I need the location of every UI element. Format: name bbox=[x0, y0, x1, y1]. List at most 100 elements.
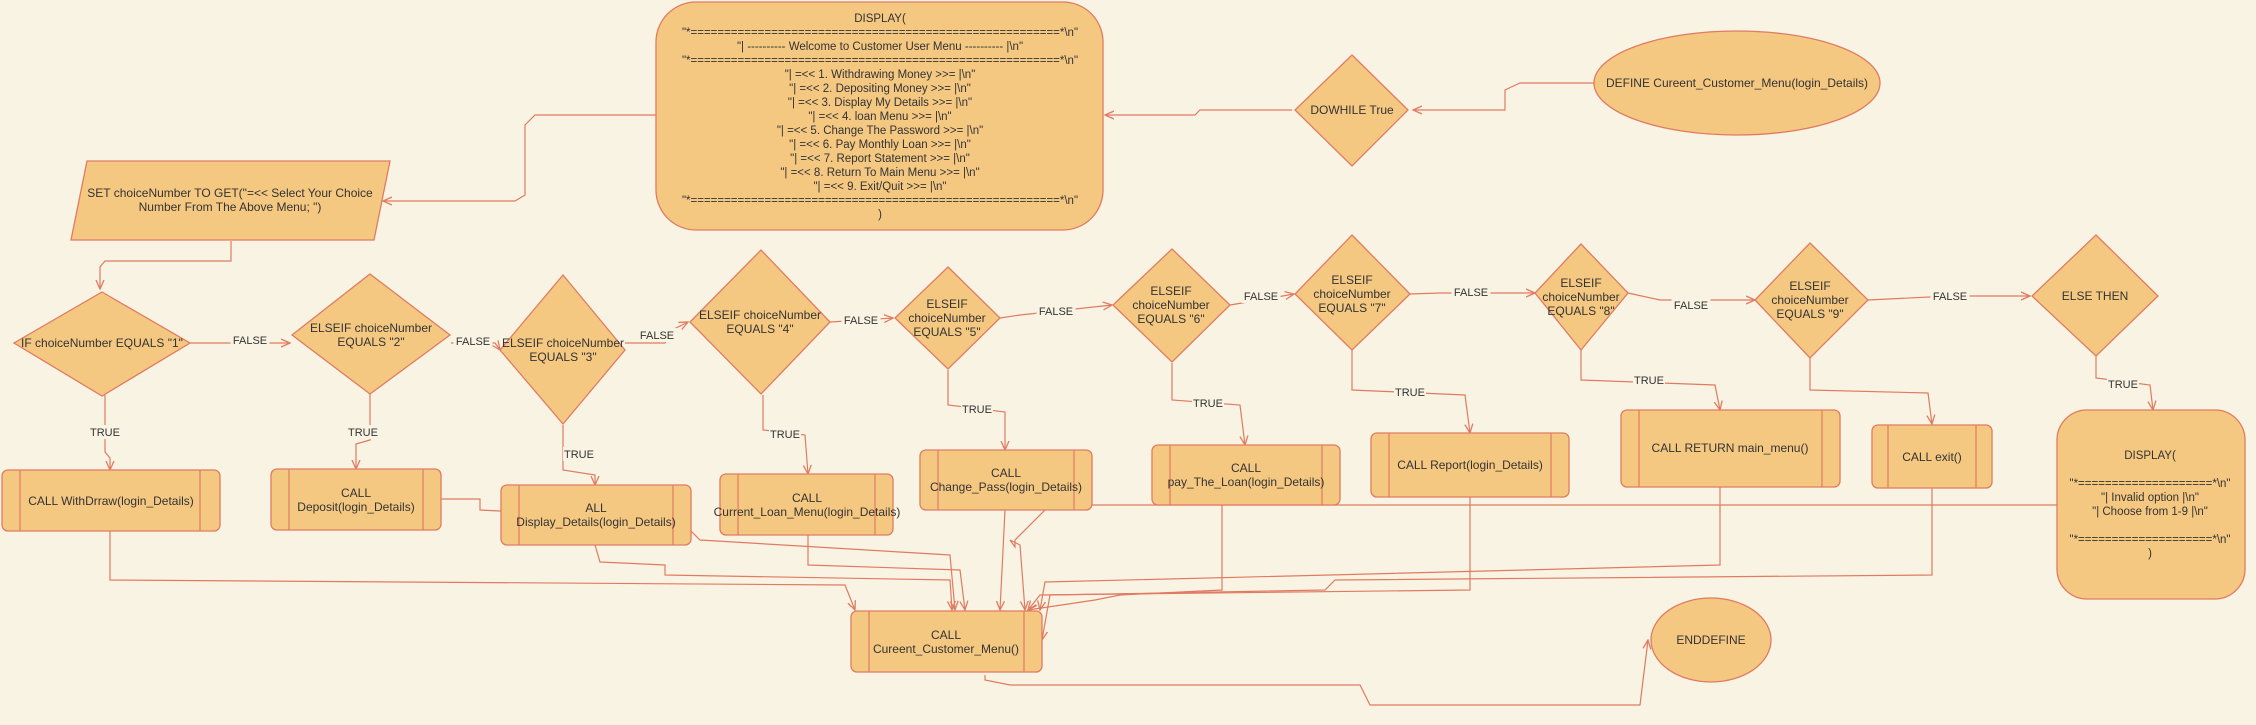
dowhile-node[interactable]: DOWHILE True bbox=[1294, 54, 1409, 167]
svg-text:DOWHILE True: DOWHILE True bbox=[1310, 103, 1394, 117]
svg-text:TRUE: TRUE bbox=[90, 427, 120, 439]
edge-label-true: TRUE bbox=[769, 427, 801, 441]
edge-label-false: FALSE bbox=[1451, 285, 1491, 299]
node-text-line: "| =<< 4. loan Menu >>= |\n" bbox=[808, 111, 951, 123]
node-text-line: choiceNumber bbox=[1771, 293, 1848, 307]
else-decision[interactable]: ELSE THEN bbox=[2031, 234, 2159, 357]
node-text-line: "*======================================… bbox=[682, 27, 1078, 39]
svg-text:CALL WithDrraw(login_Details): CALL WithDrraw(login_Details) bbox=[28, 494, 194, 508]
edge-set-to-if1 bbox=[100, 241, 232, 289]
node-text-line: CALL bbox=[341, 486, 371, 500]
node-text-line: CALL bbox=[1231, 461, 1261, 475]
node-text-line: Display_Details(login_Details) bbox=[516, 515, 675, 529]
edge-label-false: FALSE bbox=[230, 333, 270, 347]
if1-decision[interactable]: IF choiceNumber EQUALS "1" bbox=[12, 291, 192, 397]
enddefine-node[interactable]: ENDDEFINE bbox=[1650, 597, 1772, 683]
edge-label-true: TRUE bbox=[961, 402, 993, 416]
edge-dowhile-to-display bbox=[1105, 109, 1292, 115]
node-text-line: ELSEIF choiceNumber bbox=[310, 321, 432, 335]
node-text-line: EQUALS "3" bbox=[529, 350, 596, 364]
call1-process[interactable]: CALL WithDrraw(login_Details) bbox=[1, 469, 221, 532]
svg-text:CALL Report(login_Details): CALL Report(login_Details) bbox=[1397, 458, 1543, 472]
svg-text:FALSE: FALSE bbox=[1933, 291, 1967, 303]
call8-process[interactable]: CALL RETURN main_menu() bbox=[1620, 409, 1841, 488]
edges bbox=[100, 82, 2153, 706]
edge-elif5-to-elif6 bbox=[999, 305, 1112, 319]
edge-call8-to-menu bbox=[1040, 487, 1721, 610]
svg-text:TRUE: TRUE bbox=[2108, 379, 2138, 391]
svg-text:TRUE: TRUE bbox=[770, 429, 800, 441]
edge-label-true: TRUE bbox=[1633, 373, 1665, 387]
node-text-line: choiceNumber bbox=[1313, 287, 1390, 301]
node-text-line: Current_Loan_Menu(login_Details) bbox=[714, 505, 901, 519]
node-text-line: "*======================================… bbox=[682, 195, 1078, 207]
node-text-line: "| =<< 9. Exit/Quit >>= |\n" bbox=[813, 181, 946, 193]
node-text-line: "| =<< 1. Withdrawing Money >>= |\n" bbox=[785, 69, 976, 81]
set-choice-node[interactable]: SET choiceNumber TO GET("=<< Select Your… bbox=[70, 160, 391, 241]
node-text-line: CALL bbox=[792, 491, 822, 505]
node-text-line: ) bbox=[878, 209, 882, 221]
node-text-line: EQUALS "2" bbox=[337, 335, 404, 349]
node-text-line: ELSEIF bbox=[926, 297, 967, 311]
edge-label-false: FALSE bbox=[1241, 289, 1281, 303]
node-text-line: ELSEIF choiceNumber bbox=[502, 336, 624, 350]
node-text-line: CALL RETURN main_menu() bbox=[1652, 441, 1809, 455]
node-text-line: "| Invalid option |\n" bbox=[2101, 492, 2199, 504]
svg-text:TRUE: TRUE bbox=[962, 404, 992, 416]
node-text-line: "| =<< 3. Display My Details >>= |\n" bbox=[788, 97, 972, 109]
node-text-line: "*======================================… bbox=[682, 55, 1078, 67]
node-text-line: "| =<< 8. Return To Main Menu >>= |\n" bbox=[780, 167, 979, 179]
call7-process[interactable]: CALL Report(login_Details) bbox=[1370, 432, 1570, 498]
node-text-line: EQUALS "5" bbox=[913, 325, 980, 339]
svg-text:IF choiceNumber EQUALS "1": IF choiceNumber EQUALS "1" bbox=[21, 336, 183, 350]
call9-process[interactable]: CALL exit() bbox=[1871, 424, 1993, 489]
node-text-line: ENDDEFINE bbox=[1676, 633, 1745, 647]
node-text-line: ELSEIF choiceNumber bbox=[699, 308, 821, 322]
edge-label-false: FALSE bbox=[1930, 289, 1970, 303]
node-text-line: EQUALS "9" bbox=[1776, 307, 1843, 321]
edge-call1-to-menu bbox=[109, 531, 855, 610]
display-invalid-node[interactable]: DISPLAY("*====================*\n""| Inv… bbox=[2056, 409, 2246, 600]
svg-text:TRUE: TRUE bbox=[564, 449, 594, 461]
node-text-line: choiceNumber bbox=[908, 311, 985, 325]
display-menu-node[interactable]: DISPLAY("*==============================… bbox=[655, 1, 1104, 231]
node-text-line: SET choiceNumber TO GET("=<< Select Your… bbox=[87, 186, 373, 200]
node-text-line: ELSEIF bbox=[1560, 276, 1601, 290]
node-text-line: pay_The_Loan(login_Details) bbox=[1168, 475, 1325, 489]
edge-call9-to-menu bbox=[1042, 488, 1933, 640]
node-text-line: EQUALS "4" bbox=[726, 322, 793, 336]
define-node[interactable]: DEFINE Cureent_Customer_Menu(login_Detai… bbox=[1593, 30, 1881, 136]
node-text-line: ELSEIF bbox=[1331, 273, 1372, 287]
edge-call5-to-menu bbox=[1000, 509, 1006, 610]
edge-call6-to-menu bbox=[1028, 505, 1223, 610]
node-text-line: "| =<< 2. Depositing Money >>= |\n" bbox=[789, 83, 971, 95]
edge-label-true: TRUE bbox=[1192, 396, 1224, 410]
node-text-line: choiceNumber bbox=[1542, 290, 1619, 304]
node-text-line: CALL Report(login_Details) bbox=[1397, 458, 1543, 472]
node-text-line: "| =<< 6. Pay Monthly Loan >>= |\n" bbox=[789, 139, 971, 151]
svg-text:CALL RETURN main_menu(): CALL RETURN main_menu() bbox=[1652, 441, 1809, 455]
